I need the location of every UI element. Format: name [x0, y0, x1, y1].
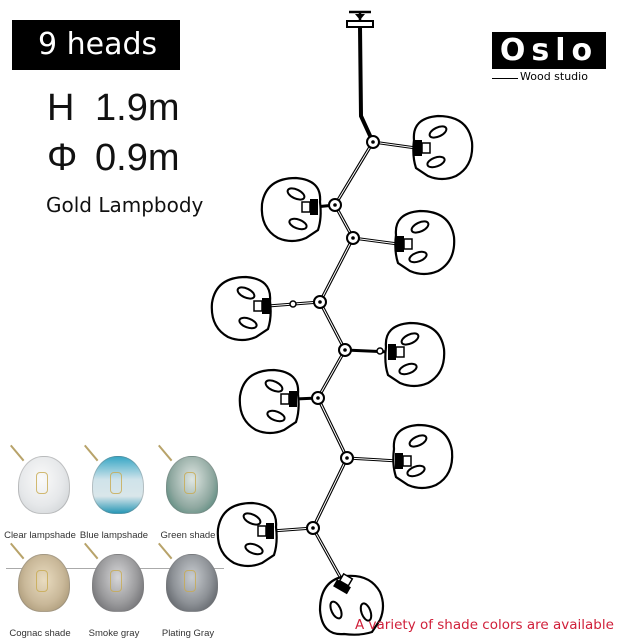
bulb-icon	[110, 472, 122, 494]
shade-swatch-smoke: Smoke gray	[78, 542, 150, 639]
green-shade-icon	[166, 456, 218, 514]
brand-logo: Oslo Wood studio	[492, 32, 606, 86]
diameter-spec: Φ 0.9m	[47, 138, 179, 178]
rod-icon	[10, 542, 25, 560]
shade-label: Green shade	[160, 530, 216, 541]
rod-icon	[158, 542, 173, 560]
smoke-shade-icon	[92, 554, 144, 612]
clear-shade-icon	[18, 456, 70, 514]
rod-icon	[84, 444, 99, 462]
rod-icon	[10, 444, 25, 462]
logo-subtitle: Wood studio	[520, 70, 588, 83]
diameter-value: 0.9m	[95, 137, 180, 179]
logo-rule	[492, 78, 518, 79]
plating-shade-icon	[166, 554, 218, 612]
shade-swatch-plating: Plating Gray	[152, 542, 224, 639]
heads-badge: 9 heads	[12, 20, 180, 70]
bulb-icon	[184, 570, 196, 592]
shade-label: Clear lampshade	[4, 530, 76, 541]
bulb-icon	[184, 472, 196, 494]
bulb-icon	[110, 570, 122, 592]
logo-wordmark: Oslo	[492, 32, 606, 69]
cognac-shade-icon	[18, 554, 70, 612]
shade-swatch-cognac: Cognac shade	[4, 542, 76, 639]
shade-label: Blue lampshade	[79, 530, 149, 541]
shade-swatch-green: Green shade	[152, 444, 224, 541]
shade-swatch-blue: Blue lampshade	[78, 444, 150, 541]
bulb-icon	[36, 472, 48, 494]
shade-availability-note: A variety of shade colors are available	[355, 617, 614, 633]
bulb-icon	[36, 570, 48, 592]
ceiling-mount	[346, 10, 374, 28]
shade-swatch-clear: Clear lampshade	[4, 444, 76, 541]
blue-shade-icon	[92, 456, 144, 514]
shade-label: Smoke gray	[88, 628, 140, 639]
height-value: 1.9m	[95, 87, 180, 129]
shade-swatches: Clear lampshade Blue lampshade Green sha…	[4, 444, 228, 639]
shade-label: Cognac shade	[9, 628, 71, 639]
height-spec: H 1.9m	[47, 88, 179, 128]
rod-icon	[84, 542, 99, 560]
height-symbol: H	[47, 87, 75, 129]
rod-icon	[158, 444, 173, 462]
diameter-symbol: Φ	[47, 137, 78, 179]
shade-label: Plating Gray	[161, 628, 215, 639]
lampbody-label: Gold Lampbody	[46, 193, 204, 217]
